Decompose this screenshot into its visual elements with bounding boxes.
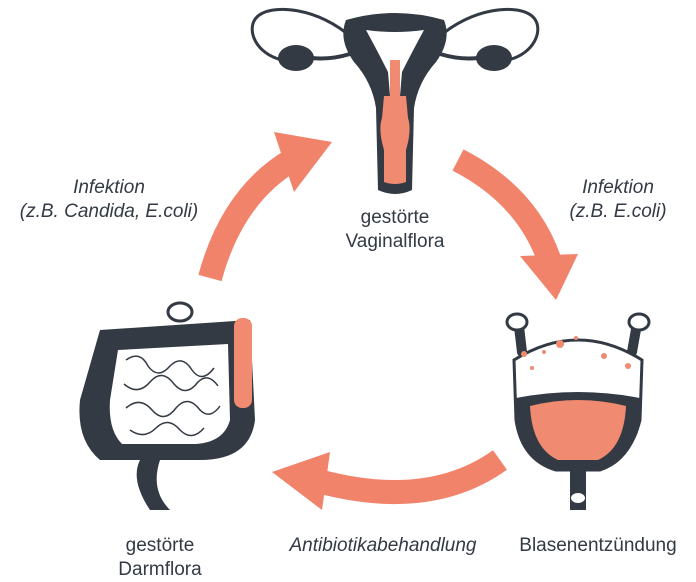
edge2-line2: (z.B. E.coli) (548, 200, 688, 224)
uterus-label-line2: Vaginalflora (310, 230, 480, 254)
colon-label-line1: gestörte (90, 534, 230, 558)
node-label-colon: gestörte Darmflora (90, 534, 230, 582)
bladder-icon (507, 314, 649, 510)
edge3-line1: Antibiotikabehandlung (270, 534, 496, 558)
arrow-colon-to-uterus (210, 132, 332, 278)
node-label-bladder: Blasenentzündung (500, 534, 696, 558)
edge1-line2: (z.B. Candida, E.coli) (0, 200, 218, 224)
uterus-label-line1: gestörte (310, 206, 480, 230)
bladder-label-line1: Blasenentzündung (500, 534, 696, 558)
node-label-uterus: gestörte Vaginalflora (310, 206, 480, 254)
arrow-bladder-to-colon (272, 452, 500, 510)
edge-label-colon-to-uterus: Infektion (z.B. Candida, E.coli) (0, 176, 218, 224)
edge-label-bladder-to-colon: Antibiotikabehandlung (270, 534, 496, 558)
intestine-icon (79, 303, 255, 510)
colon-label-line2: Darmflora (90, 558, 230, 582)
edge1-line1: Infektion (0, 176, 218, 200)
edge2-line1: Infektion (548, 176, 688, 200)
edge-label-uterus-to-bladder: Infektion (z.B. E.coli) (548, 176, 688, 224)
